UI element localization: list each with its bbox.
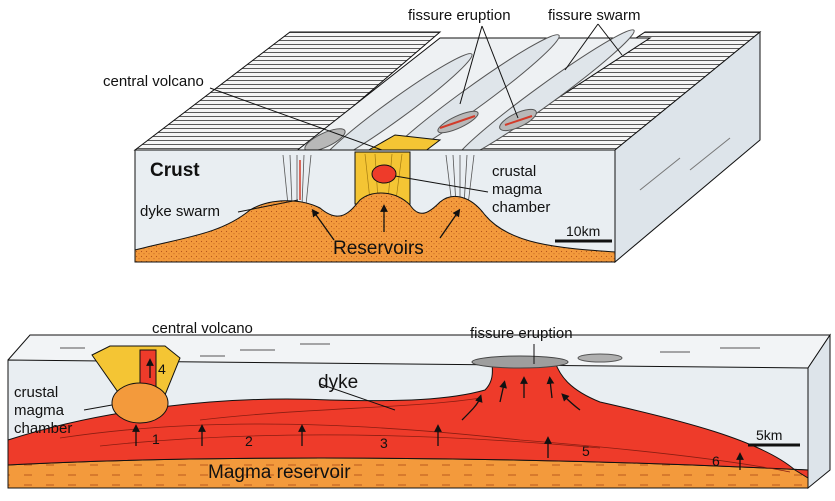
label-bottom-chamber-2: magma	[14, 402, 65, 419]
label-fissure-swarm: fissure swarm	[548, 7, 641, 24]
fissure-lava	[471, 355, 569, 369]
reservoirs-shape	[134, 192, 616, 263]
crust-side-face	[614, 30, 761, 264]
label-fissure-eruption: fissure eruption	[408, 7, 511, 24]
label-crustal-magma-chamber-2: magma	[492, 181, 543, 198]
number-3: 3	[380, 435, 388, 451]
dyke-swarm-left	[282, 154, 312, 206]
top-block-diagram: fissure eruption fissure swarm central v…	[103, 7, 762, 264]
label-scale-5km: 5km	[756, 427, 782, 443]
lava-patch	[304, 128, 346, 152]
number-6: 6	[712, 453, 720, 469]
label-crustal-magma-chamber-1: crustal	[492, 163, 536, 180]
bottom-side-face	[807, 333, 831, 490]
crustal-magma-chamber-top	[371, 164, 397, 184]
bottom-magma-chamber	[111, 382, 169, 424]
label-reservoirs: Reservoirs	[333, 238, 424, 259]
label-bottom-chamber-1: crustal	[14, 384, 58, 401]
label-dyke-swarm: dyke swarm	[140, 203, 220, 220]
bottom-cross-section: central volcano fissure eruption dyke cr…	[7, 320, 831, 490]
label-central-volcano: central volcano	[103, 73, 204, 90]
label-crust: Crust	[150, 160, 200, 181]
label-dyke: dyke	[318, 372, 358, 393]
label-bottom-fissure-eruption: fissure eruption	[470, 325, 573, 342]
dyke-body	[7, 361, 809, 479]
number-5: 5	[582, 443, 590, 459]
label-bottom-central-volcano: central volcano	[152, 320, 253, 337]
number-1: 1	[152, 431, 160, 447]
number-4: 4	[158, 361, 166, 377]
number-2: 2	[245, 433, 253, 449]
label-scale-10km: 10km	[566, 223, 600, 239]
label-magma-reservoir: Magma reservoir	[208, 462, 351, 483]
label-bottom-chamber-3: chamber	[14, 420, 72, 437]
label-crustal-magma-chamber-3: chamber	[492, 199, 550, 216]
